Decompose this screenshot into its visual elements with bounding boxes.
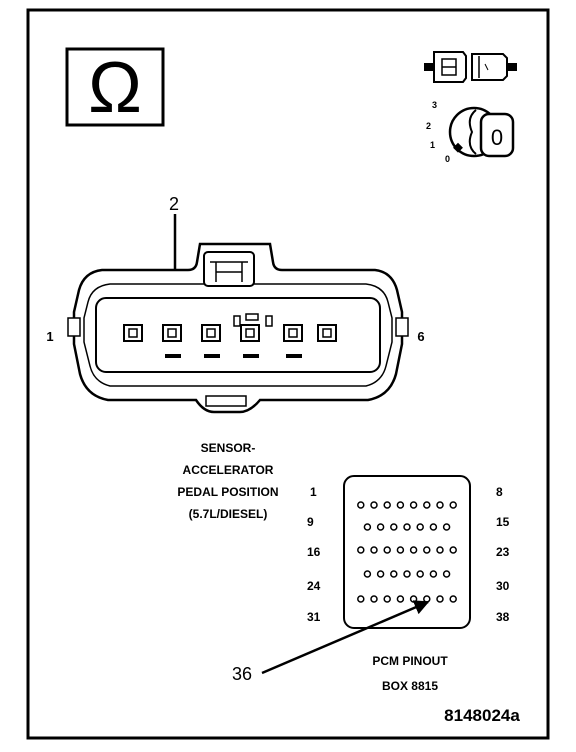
connector-end-label-right: 6 [417, 329, 424, 344]
pcm-row-labels-right: 8 15 23 30 38 [496, 485, 510, 624]
pcm-pin [383, 546, 391, 554]
figure-border [26, 8, 550, 740]
sensor-connector [67, 242, 409, 414]
pcm-row-label-left: 24 [307, 579, 321, 593]
pcm-pin [423, 595, 431, 603]
pcm-pin [390, 523, 398, 531]
pcm-title-line1: PCM PINOUT [372, 654, 448, 668]
pcm-pin [396, 595, 405, 603]
pcm-pin [363, 523, 372, 531]
pcm-pin [423, 501, 431, 509]
pcm-pin-grid [357, 501, 457, 603]
pcm-pin [370, 546, 378, 554]
pcm-pin [357, 595, 365, 603]
pcm-title-line2: BOX 8815 [382, 679, 438, 693]
pcm-pinout-box [343, 475, 471, 629]
pcm-pin [376, 570, 385, 578]
connector-cavity [123, 324, 143, 342]
ohmmeter-icon: Ω [65, 47, 165, 128]
pcm-row-label-right: 30 [496, 579, 510, 593]
pcm-pin [449, 595, 457, 603]
connector-cavity [317, 324, 337, 342]
sensor-label-line4: (5.7L/DIESEL) [189, 507, 268, 521]
pcm-pin [436, 501, 444, 509]
pcm-pin [357, 501, 365, 509]
sensor-label-line3: PEDAL POSITION [177, 485, 278, 499]
connector-cavity [240, 324, 260, 358]
pcm-row-label-left: 9 [307, 515, 314, 529]
figure-id: 8148024a [444, 706, 520, 725]
pcm-row-label-right: 23 [496, 545, 510, 559]
pcm-pin [390, 570, 398, 578]
pcm-pin [383, 595, 391, 603]
sensor-label-line1: SENSOR- [201, 441, 256, 455]
connector-end-label-left: 1 [46, 329, 53, 344]
pcm-pin [429, 523, 438, 531]
ignition-position-2: 2 [426, 121, 431, 131]
pcm-pin [363, 570, 372, 578]
pcm-pin [442, 570, 451, 578]
pcm-pin [370, 501, 378, 509]
pcm-pin [357, 546, 365, 554]
ignition-key-value: 0 [491, 125, 503, 150]
ignition-position-1: 1 [430, 140, 435, 150]
connector-cavity [283, 324, 303, 358]
sensor-label: SENSOR- ACCELERATOR PEDAL POSITION (5.7L… [177, 441, 278, 521]
ignition-position-0: 0 [445, 154, 450, 164]
pcm-pin [376, 523, 385, 531]
pcm-pin [416, 570, 424, 578]
ignition-key-icon: 3 2 1 0 0 [426, 100, 515, 164]
pcm-row-label-right: 15 [496, 515, 510, 529]
sensor-label-line2: ACCELERATOR [183, 463, 274, 477]
disconnected-connector-icon [424, 51, 517, 83]
connector-callout-label: 2 [169, 194, 179, 214]
pcm-pin [449, 501, 457, 509]
connector-cavity [162, 324, 182, 358]
pcm-row-labels-left: 1 9 16 24 31 [307, 485, 321, 624]
pcm-callout-arrow [261, 600, 430, 675]
pcm-pin [370, 595, 378, 603]
pcm-pin [409, 501, 418, 509]
connector-cavity-row [123, 324, 337, 358]
ohm-symbol: Ω [88, 48, 142, 128]
pcm-pin [403, 570, 411, 578]
pcm-pin [442, 523, 451, 531]
pcm-row-label-right: 38 [496, 610, 510, 624]
pcm-row-label-left: 1 [310, 485, 317, 499]
pcm-row-label-left: 31 [307, 610, 321, 624]
connector-cavity [201, 324, 221, 358]
pcm-pin [436, 595, 444, 603]
pcm-row-label-right: 8 [496, 485, 503, 499]
ignition-position-3: 3 [432, 100, 437, 110]
pcm-pin [396, 501, 405, 509]
pcm-pin [416, 523, 424, 531]
pcm-pin [409, 595, 418, 603]
pcm-row-label-left: 16 [307, 545, 321, 559]
pcm-pin [436, 546, 444, 554]
pcm-pin [423, 546, 431, 554]
pcm-pin [429, 570, 438, 578]
pcm-pin [449, 546, 457, 554]
pcm-callout-label: 36 [232, 664, 252, 684]
pcm-pin [409, 546, 418, 554]
pcm-pin [403, 523, 411, 531]
pcm-pin [396, 546, 405, 554]
pcm-pin [383, 501, 391, 509]
